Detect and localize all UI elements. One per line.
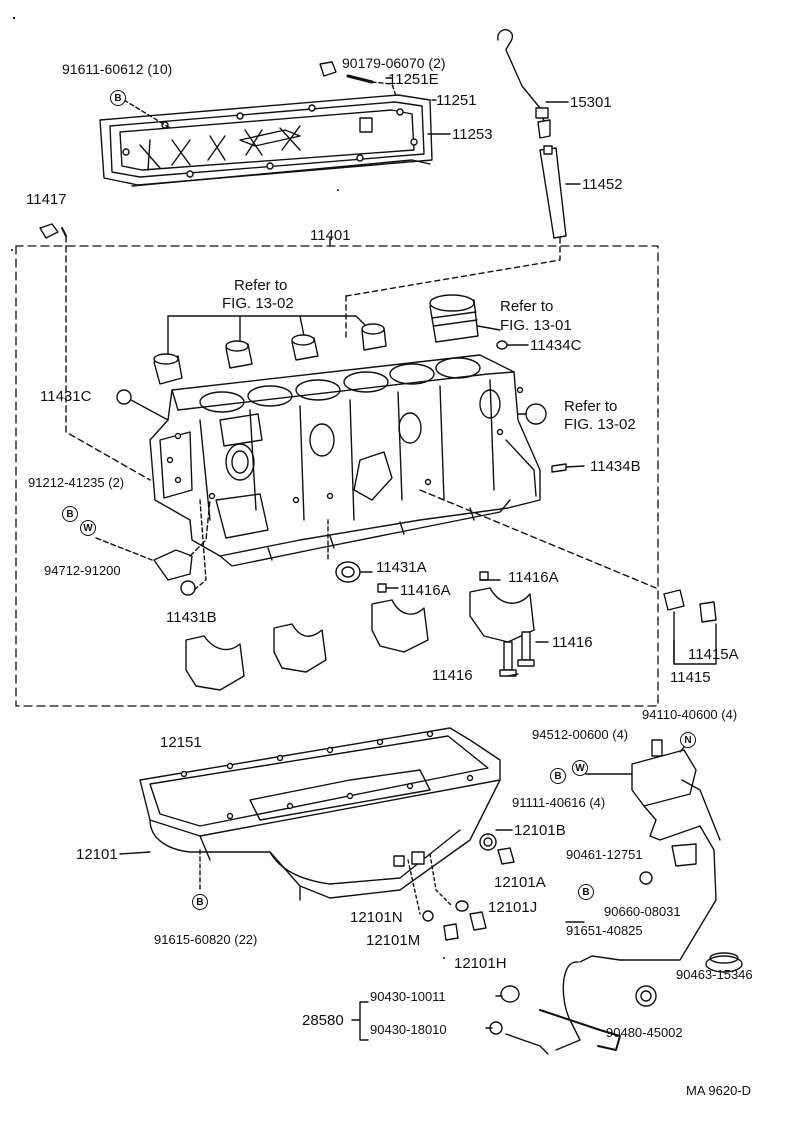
- badge-n-94110: N: [680, 732, 696, 748]
- label-11415: 11415: [670, 669, 711, 686]
- plug-11431B: [180, 499, 207, 596]
- label-90430-10011: 90430-10011: [370, 989, 446, 1004]
- badge-b-91651: B: [578, 884, 594, 900]
- label-11417: 11417: [26, 191, 67, 208]
- label-12101H: 12101H: [454, 955, 507, 972]
- bolt-90179: [319, 61, 397, 97]
- leader-91611: [123, 99, 171, 129]
- plug-11434C: [496, 340, 529, 350]
- label-90430-18010: 90430-18010: [370, 1022, 447, 1037]
- oil-level-gauge-guide-11452: [345, 145, 567, 341]
- oil-level-sensor: [489, 739, 721, 1055]
- label-11452: 11452: [582, 176, 623, 193]
- clamp-90463: [705, 952, 743, 973]
- label-94712: 94712-91200: [44, 563, 121, 578]
- badge-b-91611: B: [110, 90, 126, 106]
- label-11416-left: 11416: [432, 667, 473, 684]
- label-11253: 11253: [452, 126, 493, 143]
- side-cover-11253: [99, 94, 433, 186]
- label-12101B: 12101B: [514, 822, 566, 839]
- badge-w-94712: W: [80, 520, 96, 536]
- label-11431B: 11431B: [166, 609, 217, 626]
- label-refer-3: Refer to: [564, 398, 618, 415]
- leader-28580: [351, 1001, 369, 1041]
- cylinder-block-assembly-box: [15, 245, 659, 707]
- label-11401: 11401: [310, 227, 351, 244]
- badge-b-91212: B: [62, 506, 78, 522]
- plug-11417: [39, 223, 151, 481]
- plug-11431C: [116, 389, 169, 421]
- label-91111: 91111-40616 (4): [512, 795, 606, 810]
- label-91615: 91615-60820 (22): [154, 932, 258, 947]
- leaders: [119, 77, 689, 1029]
- label-11434C: 11434C: [530, 337, 582, 354]
- label-12101N: 12101N: [350, 909, 403, 926]
- gasket-11251: [131, 159, 431, 187]
- seal-11431A: [327, 519, 373, 583]
- label-91212: 91212-41235 (2): [28, 475, 125, 490]
- label-fig1302-b: FIG. 13-02: [564, 416, 636, 433]
- label-11416A-top: 11416A: [508, 569, 559, 586]
- label-12151: 12151: [160, 734, 202, 751]
- label-12101A: 12101A: [494, 874, 546, 891]
- label-12101: 12101: [76, 846, 118, 863]
- label-91651: 91651-40825: [566, 923, 643, 938]
- label-11251: 11251: [436, 92, 477, 109]
- piston: [429, 294, 501, 343]
- label-refer-2: Refer to: [500, 298, 554, 315]
- camshaft-bearings: [153, 315, 387, 385]
- label-90463: 90463-15346: [676, 967, 753, 982]
- label-11251E: 11251E: [388, 71, 439, 88]
- label-28580: 28580: [302, 1012, 344, 1029]
- label-91611: 91611-60612 (10): [62, 61, 173, 77]
- label-11431C: 11431C: [40, 388, 92, 405]
- oil-pan-gasket-12151: [139, 727, 501, 837]
- label-11415A: 11415A: [688, 646, 739, 663]
- main-bearing-caps: [185, 587, 535, 691]
- label-11431A: 11431A: [376, 559, 427, 576]
- bracket-90461: [639, 843, 697, 885]
- label-fig1301: FIG. 13-01: [500, 317, 572, 334]
- label-90660: 90660-08031: [604, 904, 681, 919]
- badge-b-91615: B: [192, 894, 208, 910]
- label-94512: 94512-00600 (4): [532, 727, 629, 742]
- label-11416-right: 11416: [552, 634, 593, 651]
- bearing-right: [517, 403, 547, 425]
- plug-11415: [419, 489, 717, 665]
- label-fig1302-a: FIG. 13-02: [222, 295, 294, 312]
- label-refer-1: Refer to: [234, 277, 288, 294]
- badge-b-91111: B: [550, 768, 566, 784]
- label-90480: 90480-45002: [606, 1025, 683, 1040]
- label-90179: 90179-06070 (2): [342, 55, 446, 71]
- label-90461: 90461-12751: [566, 847, 643, 862]
- corner-marks: [11, 16, 445, 959]
- oil-pan-12101: [149, 730, 501, 901]
- label-11434B: 11434B: [590, 458, 641, 475]
- cylinder-block: [149, 354, 541, 567]
- label-11416A: 11416A: [400, 582, 451, 599]
- badge-w-94512: W: [572, 760, 588, 776]
- bracket-94712: [95, 499, 211, 581]
- dipstick-15301: [497, 29, 551, 139]
- label-12101J: 12101J: [488, 899, 538, 916]
- label-15301: 15301: [570, 94, 612, 111]
- label-12101M: 12101M: [366, 932, 421, 949]
- label-94110: 94110-40600 (4): [642, 707, 738, 722]
- drain-parts: [393, 833, 515, 941]
- figure-code: MA 9620-D: [686, 1083, 752, 1098]
- pin-11434B: [551, 463, 585, 473]
